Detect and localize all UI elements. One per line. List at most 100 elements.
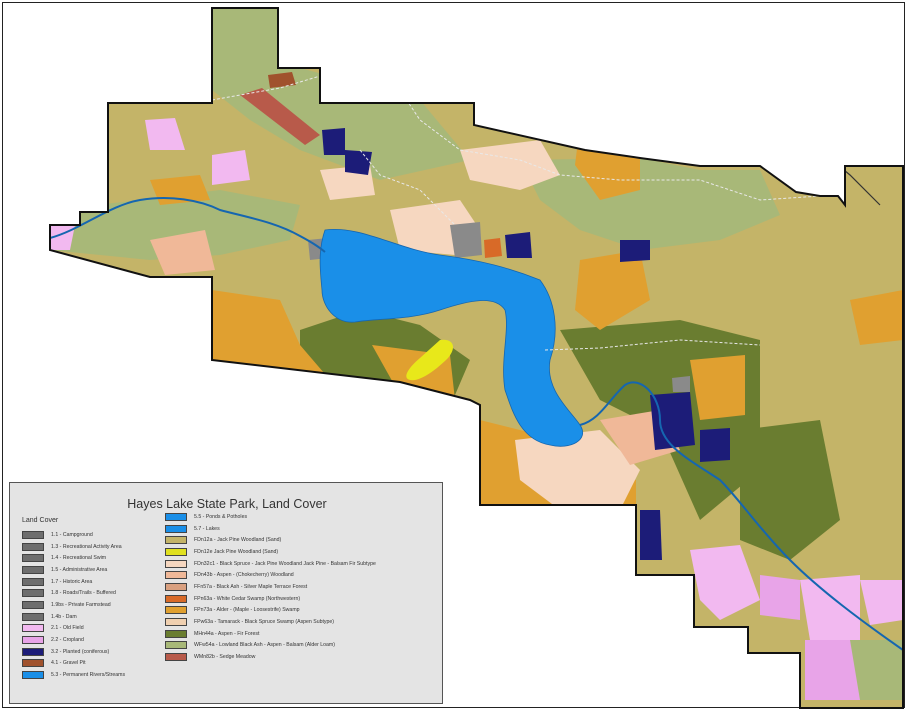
trail-east bbox=[544, 339, 761, 351]
legend-row: 5.5 - Ponds & Potholes bbox=[165, 511, 376, 523]
legend-label: 4.1 - Gravel Pit bbox=[51, 660, 86, 667]
patch-alder-swamp-northwest bbox=[150, 175, 210, 205]
patch-cropland-south bbox=[800, 575, 860, 640]
patch-old-field-southeast bbox=[690, 545, 760, 620]
legend-swatch bbox=[22, 624, 44, 633]
legend-label: FDn43b - Aspen - (Chokecherry) Woodland bbox=[194, 572, 294, 579]
legend-row: FDn43b - Aspen - (Chokecherry) Woodland bbox=[165, 569, 376, 581]
legend-row: 1.1 - Campground bbox=[22, 529, 125, 541]
legend-column-left: 1.1 - Campground 1.3 - Recreational Activ… bbox=[22, 529, 125, 681]
legend-swatch bbox=[165, 641, 187, 650]
legend-row: 2.2 - Cropland bbox=[22, 634, 125, 646]
patch-campground bbox=[450, 222, 482, 258]
patch-planted-conifer-2 bbox=[345, 150, 372, 175]
lake bbox=[319, 228, 583, 447]
patch-swim-area bbox=[672, 376, 690, 392]
legend-row: 4.1 - Gravel Pit bbox=[22, 658, 125, 670]
legend-swatch bbox=[22, 542, 44, 551]
trail-campground bbox=[359, 149, 456, 226]
legend-swatch bbox=[165, 606, 187, 615]
legend-swatch bbox=[165, 582, 187, 591]
legend-swatch bbox=[22, 577, 44, 586]
legend-row: 1.4b - Dam bbox=[22, 611, 125, 623]
legend-label: FPn63a - White Cedar Swamp (Northwestern… bbox=[194, 595, 301, 602]
patch-aspen-fir-southeast bbox=[740, 420, 840, 560]
legend-row: 1.7 - Historic Area bbox=[22, 576, 125, 588]
river-east bbox=[579, 381, 903, 651]
legend-label: 1.8 - Roads/Trails - Buffered bbox=[51, 590, 116, 597]
legend-swatch bbox=[22, 612, 44, 621]
legend-label: 1.9bs - Private Farmstead bbox=[51, 601, 111, 608]
patch-lowland-ash-south bbox=[850, 640, 903, 700]
legend-label: 1.5 - Administrative Area bbox=[51, 566, 108, 573]
legend-swatch bbox=[165, 571, 187, 580]
legend-label: 5.7 - Lakes bbox=[194, 525, 220, 532]
legend-swatch bbox=[22, 636, 44, 645]
legend-row: FPn73a - Alder - (Maple - Loosestrife) S… bbox=[165, 605, 376, 617]
legend-swatch bbox=[22, 671, 44, 680]
legend-swatch bbox=[22, 600, 44, 609]
park-boundary bbox=[49, 7, 904, 709]
legend-row: 1.5 - Administrative Area bbox=[22, 564, 125, 576]
patch-cropland-southeast bbox=[760, 575, 800, 620]
patch-old-field-west bbox=[212, 150, 250, 185]
patch-lowland-ash-east bbox=[520, 158, 780, 250]
legend-row: 1.4 - Recreational Swim bbox=[22, 552, 125, 564]
patch-planted-conifer-1 bbox=[322, 128, 345, 155]
legend-swatch bbox=[165, 629, 187, 638]
legend-swatch bbox=[165, 594, 187, 603]
legend-swatch bbox=[22, 647, 44, 656]
legend-label: FFn57a - Black Ash - Silver Maple Terrac… bbox=[194, 583, 308, 590]
patch-planted-conifer-3 bbox=[505, 232, 532, 258]
patch-gravel-pit bbox=[268, 72, 296, 88]
legend-row: WFw54a - Lowland Black Ash - Aspen - Bal… bbox=[165, 640, 376, 652]
legend-swatch bbox=[22, 659, 44, 668]
patch-old-field-edge bbox=[860, 580, 903, 625]
legend-swatch bbox=[165, 653, 187, 662]
legend-swatch bbox=[165, 559, 187, 568]
patch-planted-conifer-6 bbox=[640, 510, 662, 560]
legend-swatch bbox=[165, 524, 187, 533]
patch-planted-conifer-7 bbox=[620, 240, 650, 262]
legend-row: 5.3 - Permanent Rivers/Streams bbox=[22, 669, 125, 681]
patch-lowland-ash-west bbox=[50, 190, 300, 260]
patch-planted-conifer-4 bbox=[650, 392, 695, 450]
legend-swatch bbox=[165, 547, 187, 556]
legend-row: WMn82b - Sedge Meadow bbox=[165, 651, 376, 663]
legend-row: FDn12a - Jack Pine Woodland (Sand) bbox=[165, 534, 376, 546]
legend-swatch bbox=[22, 530, 44, 539]
patch-spruce-woodland-northcentral bbox=[460, 140, 560, 190]
legend-label: FDn32c1 - Black Spruce - Jack Pine Woodl… bbox=[194, 560, 376, 567]
legend-swatch bbox=[22, 554, 44, 563]
legend-swatch bbox=[165, 618, 187, 627]
legend-label: 1.4 - Recreational Swim bbox=[51, 555, 107, 562]
legend-label: 1.3 - Recreational Activity Area bbox=[51, 543, 122, 550]
patch-spruce-woodland-south bbox=[515, 430, 640, 510]
legend-row: FPw63a - Tamarack - Black Spruce Swamp (… bbox=[165, 616, 376, 628]
legend-label: 2.2 - Cropland bbox=[51, 637, 84, 644]
legend-label: 5.3 - Permanent Rivers/Streams bbox=[51, 672, 126, 679]
legend-row: FFn57a - Black Ash - Silver Maple Terrac… bbox=[165, 581, 376, 593]
legend-label: 1.1 - Campground bbox=[51, 531, 93, 538]
patch-old-field-northwest bbox=[145, 118, 185, 150]
legend-label: WMn82b - Sedge Meadow bbox=[194, 654, 256, 661]
legend-label: FPn73a - Alder - (Maple - Loosestrife) S… bbox=[194, 607, 300, 614]
legend-label: MHn44a - Aspen - Fir Forest bbox=[194, 630, 260, 637]
legend-row: 5.7 - Lakes bbox=[165, 523, 376, 535]
legend-row: 1.8 - Roads/Trails - Buffered bbox=[22, 587, 125, 599]
patch-white-cedar-swamp bbox=[484, 238, 502, 258]
legend-row: FDn32c1 - Black Spruce - Jack Pine Woodl… bbox=[165, 558, 376, 570]
legend-title: Hayes Lake State Park, Land Cover bbox=[127, 497, 327, 511]
legend-label: 1.7 - Historic Area bbox=[51, 578, 93, 585]
patch-cropland-far-south bbox=[805, 640, 860, 700]
legend-label: FPw63a - Tamarack - Black Spruce Swamp (… bbox=[194, 619, 335, 626]
patch-jack-pine-east bbox=[810, 166, 903, 520]
legend-panel: Hayes Lake State Park, Land Cover Land C… bbox=[9, 482, 443, 704]
legend-row: 3.2 - Planted (coniferous) bbox=[22, 646, 125, 658]
legend-swatch bbox=[22, 565, 44, 574]
legend-swatch bbox=[22, 589, 44, 598]
legend-row: MHn44a - Aspen - Fir Forest bbox=[165, 628, 376, 640]
legend-label: 1.4b - Dam bbox=[51, 613, 77, 620]
legend-label: 2.1 - Old Field bbox=[51, 625, 84, 632]
patch-alder-swamp-east bbox=[575, 250, 650, 330]
